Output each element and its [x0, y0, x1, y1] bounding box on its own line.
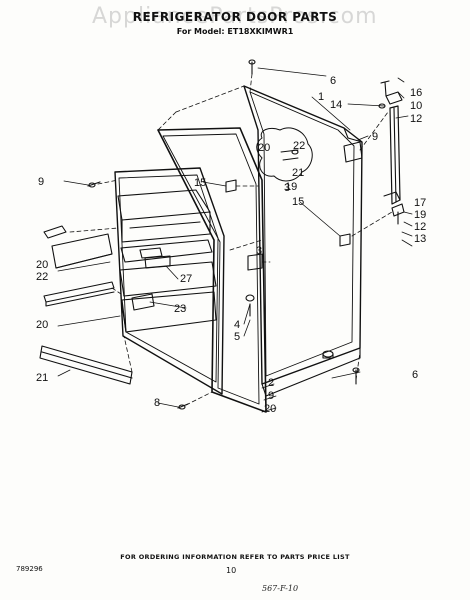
callout-label: 6 [330, 75, 336, 87]
door-liner [114, 167, 225, 395]
callout-label: 20 [36, 319, 48, 331]
callout-label: 20 [264, 403, 276, 415]
callout-label: 15 [194, 177, 206, 189]
callout-label: 19 [414, 209, 426, 221]
page-title: REFRIGERATOR DOOR PARTS [132, 10, 338, 24]
callout-label: 21 [36, 372, 48, 384]
callout-label: 22 [293, 140, 305, 152]
callout-label: 9 [38, 176, 44, 188]
callout-label: 23 [174, 303, 186, 315]
callout-label: 16 [410, 87, 422, 99]
door-gasket [157, 127, 267, 413]
callout-label: 13 [414, 233, 426, 245]
ordering-note: FOR ORDERING INFORMATION REFER TO PARTS … [120, 553, 350, 561]
door-handle [383, 91, 403, 205]
callout-label: 14 [330, 99, 342, 111]
callout-labels: 6 1 14 9 16 10 12 20 22 19 [36, 75, 426, 415]
callout-label: 1 [318, 91, 324, 103]
callout-label: 8 [154, 397, 160, 409]
handwritten-note: 567-F-10 [262, 584, 299, 593]
document-number: 789296 [16, 565, 43, 573]
callout-label: 12 [410, 113, 422, 125]
callout-label: 5 [234, 331, 240, 343]
callout-label: 2 [268, 377, 274, 389]
callout-label: 3 [284, 182, 290, 194]
callout-label: 9 [372, 131, 378, 143]
outer-door-panel [243, 85, 363, 397]
page-number: 10 [226, 566, 237, 575]
callout-label: 20 [36, 259, 48, 271]
callout-label: 12 [414, 221, 426, 233]
callout-label: 27 [180, 273, 192, 285]
callout-label: 3 [256, 245, 262, 257]
small-hardware [87, 59, 386, 410]
callout-label: 9 [268, 390, 274, 402]
callout-leaders [57, 67, 413, 413]
callout-label: 4 [234, 319, 240, 331]
callout-label: 15 [292, 196, 304, 208]
hinge-detail-cloud [256, 127, 313, 182]
callout-label: 19 [285, 181, 297, 193]
callout-label: 20 [258, 142, 270, 154]
watermark: AppliancePartsPros.com [92, 4, 378, 29]
callout-label: 22 [36, 271, 48, 283]
model-subtitle: For Model: ET18XKIMWR1 [176, 27, 294, 36]
callout-label: 21 [292, 167, 304, 179]
callout-label: 10 [410, 100, 422, 112]
callout-label: 6 [412, 369, 418, 381]
bin-rails-and-covers [39, 225, 171, 385]
leader-lines [69, 73, 393, 406]
callout-label: 17 [414, 197, 426, 209]
